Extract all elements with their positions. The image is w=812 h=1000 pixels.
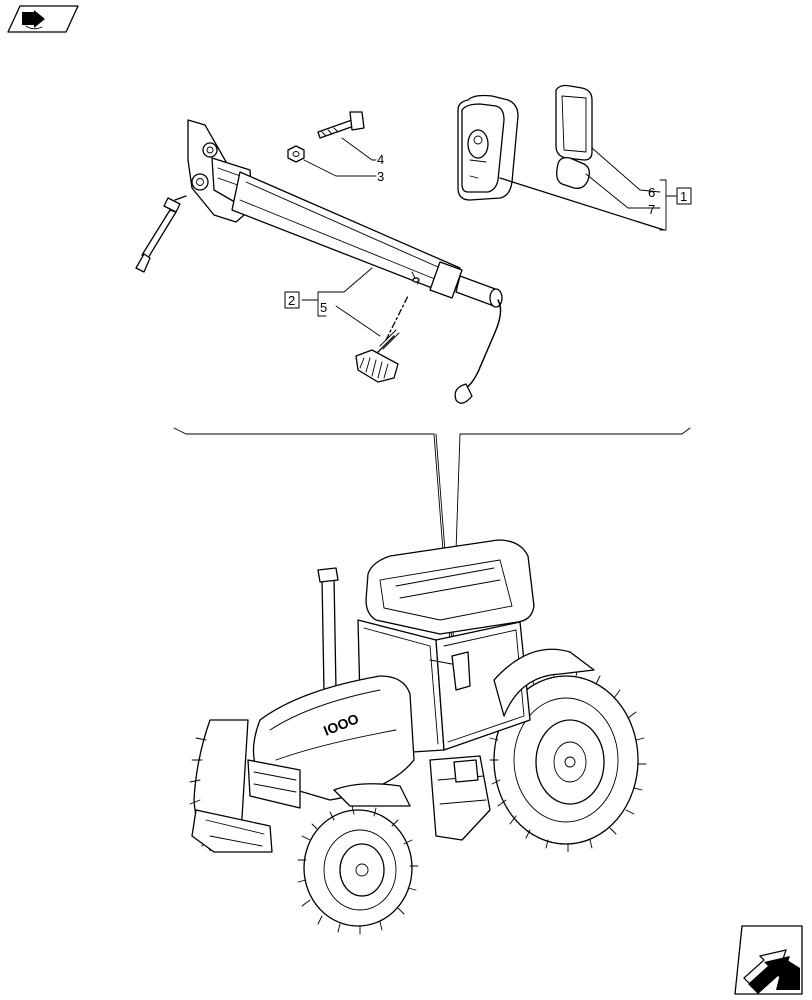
callout-1: 1 xyxy=(676,187,692,205)
callout-5: 5 xyxy=(320,300,327,315)
svg-text:2: 2 xyxy=(288,293,295,308)
knob-part xyxy=(355,295,409,383)
mirror-glass-part xyxy=(555,84,593,161)
mirror-head-part xyxy=(457,94,665,231)
mirror-arm-assembly xyxy=(135,119,503,404)
callout-4: 4 xyxy=(377,152,384,167)
nut-part xyxy=(287,145,305,163)
svg-text:1: 1 xyxy=(680,189,687,204)
callout-6: 6 xyxy=(648,185,655,200)
section-divider xyxy=(173,427,691,671)
next-page-arrow-icon[interactable] xyxy=(734,925,803,995)
callout-7: 7 xyxy=(648,202,655,217)
callout-3: 3 xyxy=(377,169,384,184)
mirror-small-glass-part xyxy=(556,156,590,189)
tractor-illustration: IOOO xyxy=(189,539,647,935)
book-arrow-icon[interactable] xyxy=(7,5,79,33)
callout-2: 2 xyxy=(284,291,300,309)
bolt-part xyxy=(317,111,365,139)
leader-lines xyxy=(301,137,677,337)
